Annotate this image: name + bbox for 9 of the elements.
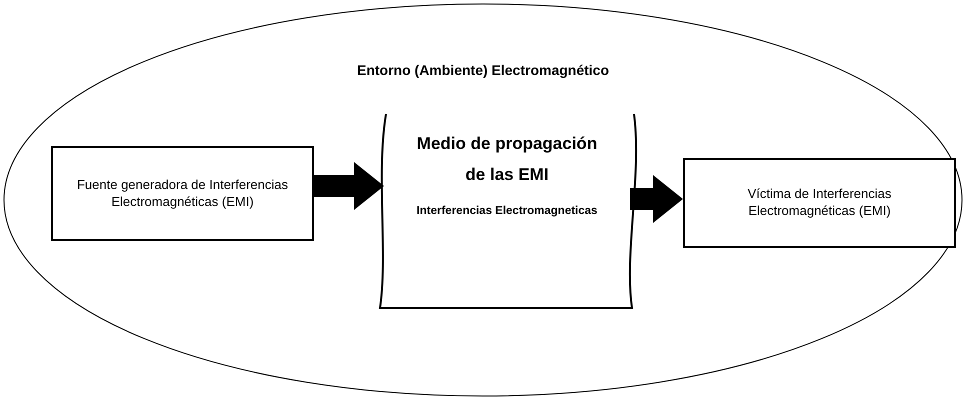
- block-arrow: [630, 175, 683, 223]
- node-label: Medio de propagación de las EMI: [416, 133, 598, 186]
- node-label: Fuente generadora de Interferencias Electromagnéticas (EMI): [76, 176, 290, 210]
- node-label: Interferencias Electromagneticas: [416, 204, 598, 219]
- process-box: [51, 146, 314, 241]
- process-box: [683, 158, 956, 248]
- node-label: Entorno (Ambiente) Electromagnético: [356, 62, 610, 79]
- block-arrow: [314, 162, 384, 210]
- node-label: Víctima de Interferencias Electromagnéticas (EMI): [746, 186, 892, 220]
